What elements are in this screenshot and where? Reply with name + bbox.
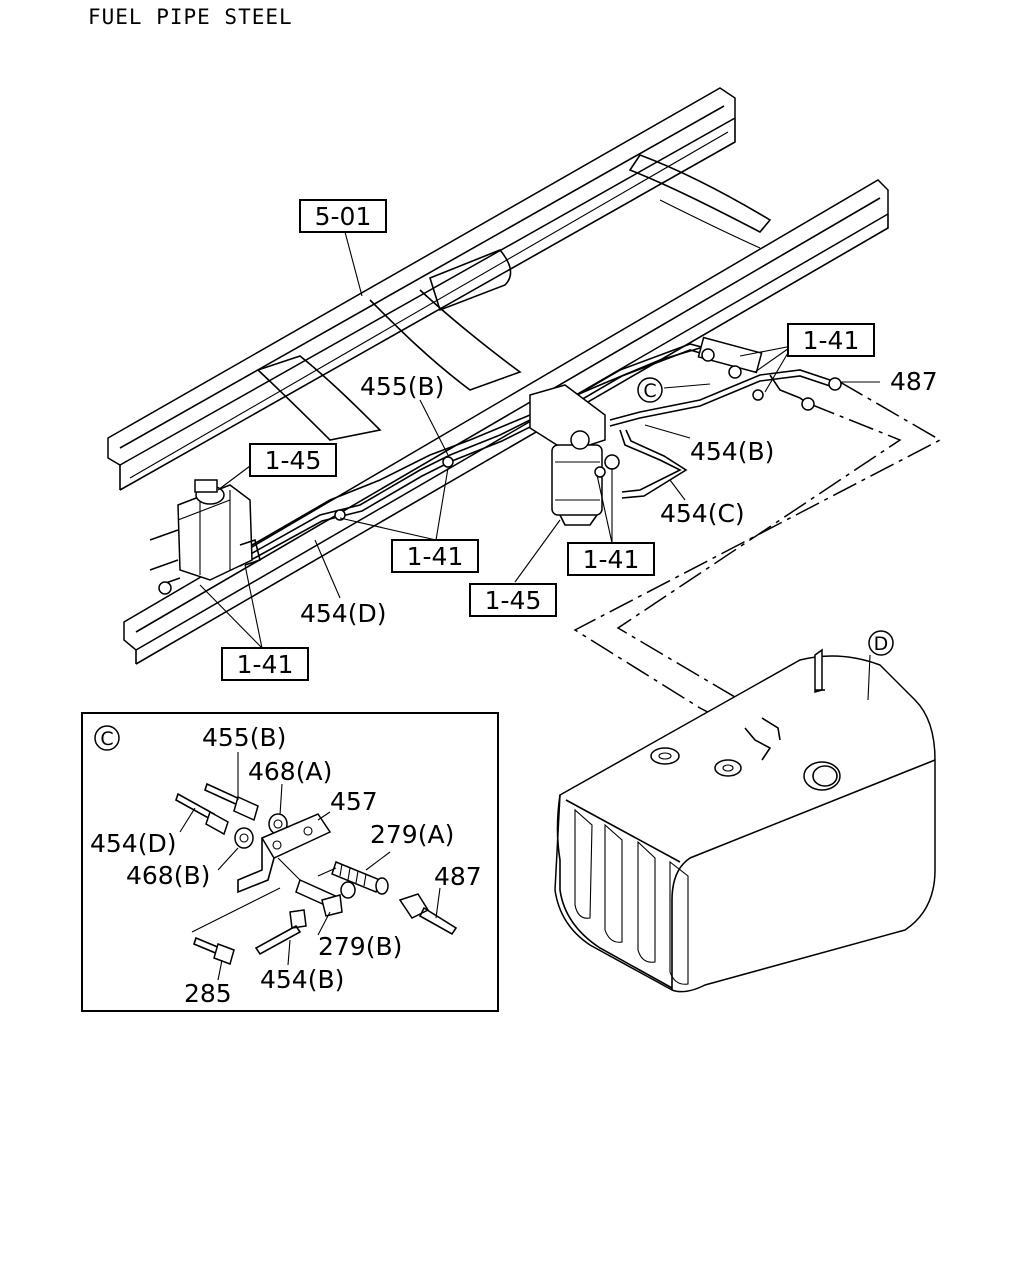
detail-view-c: C [81,712,499,1012]
ref-box-5-01: 5-01 [299,199,387,233]
svg-text:D: D [874,633,889,655]
detail-label-468a: 468(A) [248,757,332,786]
part-label-454d-top: 454(D) [300,599,386,628]
svg-text:C: C [643,380,656,402]
detail-label-454b: 454(B) [260,965,344,994]
top-leader-lines [199,231,880,701]
ref-box-1-41-mid-left: 1-41 [391,539,479,573]
detail-label-454d: 454(D) [90,829,176,858]
part-label-455b-top: 455(B) [360,372,444,401]
fuel-tank [554,648,936,993]
ref-box-1-41-mid-right: 1-41 [567,542,655,576]
circle-marker-d: D [868,630,894,656]
part-label-454c: 454(C) [660,499,745,528]
part-label-454b-top: 454(B) [690,437,774,466]
diagram-title: FUEL PIPE STEEL [88,5,293,29]
svg-text:1-41: 1-41 [237,650,294,679]
detail-label-279a: 279(A) [370,820,454,849]
part-label-487-top: 487 [890,367,938,396]
svg-text:1-41: 1-41 [803,326,860,355]
detail-label-457: 457 [330,787,378,816]
chassis-frame [107,87,889,665]
ref-box-1-41-bottom: 1-41 [221,647,309,681]
detail-label-279b: 279(B) [318,932,402,961]
connector-cluster [334,336,842,521]
ref-box-1-41-top: 1-41 [787,323,875,357]
svg-text:1-45: 1-45 [265,446,322,475]
svg-text:5-01: 5-01 [315,202,372,231]
detail-label-455b: 455(B) [202,723,286,752]
detail-label-487: 487 [434,862,482,891]
svg-text:1-41: 1-41 [583,545,640,574]
circle-marker-c-top: C [637,377,663,403]
ref-box-1-45-left: 1-45 [249,443,337,477]
svg-text:C: C [100,728,113,750]
fuel-filter-assembly [529,384,620,526]
left-pump-assembly [149,479,261,595]
ref-box-1-45-bottom: 1-45 [469,583,557,617]
svg-text:1-41: 1-41 [407,542,464,571]
detail-label-468b: 468(B) [126,861,210,890]
detail-label-285: 285 [184,979,232,1008]
svg-text:1-45: 1-45 [485,586,542,615]
